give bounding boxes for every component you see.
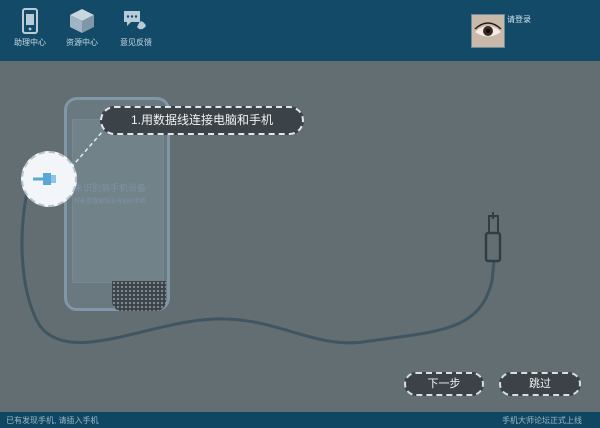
status-bar: 已有发现手机, 请插入手机 手机大师论坛正式上线	[0, 412, 600, 428]
nav-label: 助理中心	[14, 38, 46, 47]
usb-plug-icon	[33, 173, 56, 185]
phone-status-title: 未识别到手机设备	[74, 183, 147, 193]
login-link[interactable]: 请登录	[507, 15, 531, 24]
next-step-button[interactable]: 下一步	[404, 372, 484, 396]
nav-label: 意见反馈	[120, 38, 152, 47]
nav-feedback[interactable]: 意见反馈	[108, 8, 164, 58]
phone-device-icon	[22, 8, 38, 34]
phone-screen	[72, 119, 164, 283]
step-callout: 1.用数据线连接电脑和手机	[100, 106, 304, 135]
phone-status-subtitle: 可能是数据线没有插好手机	[74, 199, 147, 205]
feedback-icon	[124, 11, 146, 30]
user-avatar[interactable]	[471, 14, 505, 48]
skip-button[interactable]: 跳过	[499, 372, 581, 396]
usb-port-highlight	[21, 151, 77, 207]
guide-overlay: 未识别到手机设备 可能是数据线没有插好手机 1.用数据线连接电脑和手机 下一步 …	[0, 61, 600, 412]
cube-icon	[70, 9, 94, 33]
eye-avatar-icon	[472, 15, 504, 47]
status-text-left: 已有发现手机, 请插入手机	[6, 416, 99, 425]
top-bar: 助理中心 资源中心 意见反馈 请登录	[0, 0, 600, 61]
phone-bottom-texture	[112, 281, 166, 311]
nav-resource-center[interactable]: 资源中心	[54, 8, 110, 58]
forum-link[interactable]: 手机大师论坛正式上线	[502, 416, 582, 425]
nav-label: 资源中心	[66, 38, 98, 47]
nav-assistant-center[interactable]: 助理中心	[2, 8, 58, 58]
